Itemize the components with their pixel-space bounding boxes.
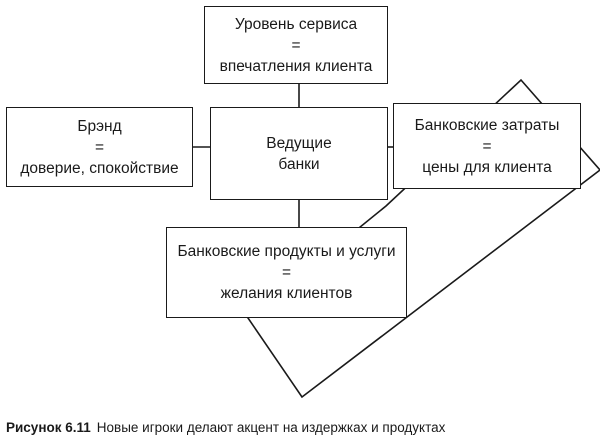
node-brand-title: Брэнд <box>77 117 122 135</box>
node-bank-products: Банковские продукты и услуги = желания к… <box>166 227 407 318</box>
node-service-level: Уровень сервиса = впечатления клиента <box>204 6 388 84</box>
node-brand-value: доверие, спокойствие <box>20 159 179 177</box>
node-bank-products-value: желания клиентов <box>220 285 353 302</box>
node-leading-banks-line1: Ведущие <box>266 134 332 152</box>
node-bank-costs: Банковские затраты = цены для клиента <box>393 103 581 189</box>
node-service-level-title: Уровень сервиса <box>234 15 358 33</box>
node-service-level-equals: = <box>291 36 301 54</box>
node-brand: Брэнд = доверие, спокойствие <box>6 107 193 187</box>
node-bank-costs-value: цены для клиента <box>422 158 552 176</box>
node-leading-banks: Ведущие банки <box>210 107 388 200</box>
node-leading-banks-line2: банки <box>278 155 320 173</box>
figure-label: Рисунок 6.11 <box>6 420 91 435</box>
node-brand-equals: = <box>94 138 105 156</box>
node-bank-costs-title: Банковские затраты <box>414 116 560 134</box>
node-bank-products-equals: = <box>281 264 292 281</box>
node-bank-costs-equals: = <box>482 137 492 155</box>
node-service-level-value: впечатления клиента <box>219 57 373 75</box>
figure-caption: Рисунок 6.11 Новые игроки делают акцент н… <box>6 419 596 437</box>
node-bank-products-title: Банковские продукты и услуги <box>177 243 396 260</box>
figure-caption-text: Новые игроки делают акцент на издержках … <box>96 420 446 435</box>
